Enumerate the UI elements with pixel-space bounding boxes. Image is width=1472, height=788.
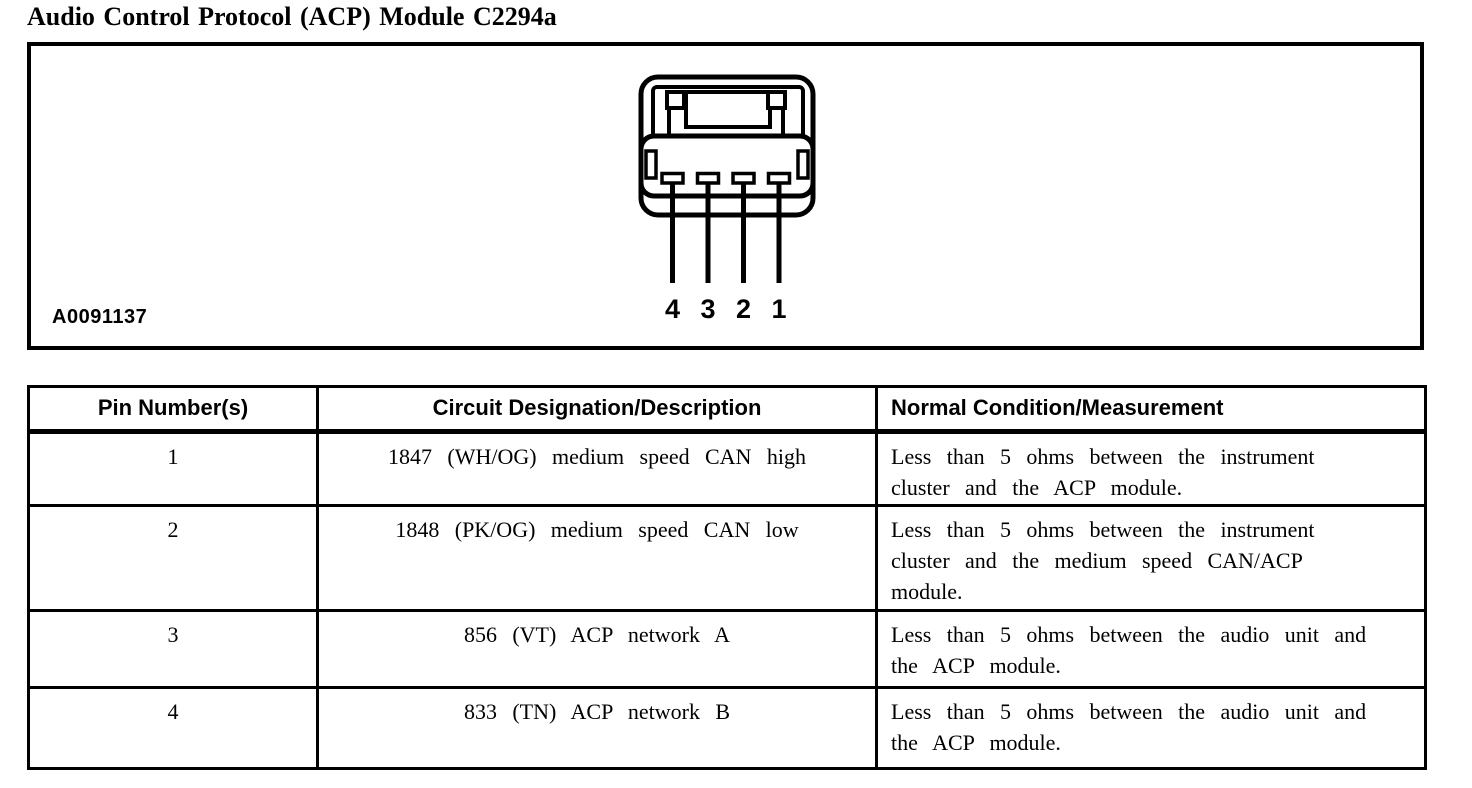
- pin-cavity-4: [660, 171, 685, 185]
- condition-line: Less than 5 ohms between the instrument: [891, 444, 1315, 469]
- table-row-pin-2: 2 1848 (PK/OG) medium speed CAN low Less…: [27, 504, 1427, 612]
- col-header-pin-numbers: Pin Number(s): [27, 385, 319, 434]
- pin-table: Pin Number(s) Circuit Designation/Descri…: [27, 385, 1427, 770]
- connector-figure-box: 4 3 2 1 A0091137: [27, 42, 1424, 350]
- condition-line: Less than 5 ohms between the audio unit …: [891, 622, 1367, 647]
- connector-latch-tab-left: [665, 90, 686, 110]
- condition-cell: Less than 5 ohms between the audio unit …: [875, 609, 1427, 689]
- circuit-cell: 1848 (PK/OG) medium speed CAN low: [316, 504, 878, 612]
- circuit-cell: 856 (VT) ACP network A: [316, 609, 878, 689]
- connector-latch-tab-right: [766, 90, 787, 110]
- connector-side-slot-right: [796, 149, 810, 180]
- pin-cavity-2: [731, 171, 756, 185]
- pin-cavity-3: [695, 171, 721, 185]
- pin-number-cell: 1: [27, 430, 319, 507]
- table-row-pin-3: 3 856 (VT) ACP network A Less than 5 ohm…: [27, 609, 1427, 689]
- pin-label-4: 4: [665, 294, 680, 324]
- pin-cavity-1: [766, 171, 792, 185]
- circuit-cell: 1847 (WH/OG) medium speed CAN high: [316, 430, 878, 507]
- condition-line: Less than 5 ohms between the audio unit …: [891, 699, 1367, 724]
- pin-number-cell: 2: [27, 504, 319, 612]
- circuit-cell: 833 (TN) ACP network B: [316, 686, 878, 770]
- table-row-pin-4: 4 833 (TN) ACP network B Less than 5 ohm…: [27, 686, 1427, 770]
- condition-cell: Less than 5 ohms between the instrument …: [875, 504, 1427, 612]
- table-header-row: Pin Number(s) Circuit Designation/Descri…: [27, 385, 1427, 434]
- connector-side-slot-left: [644, 149, 658, 180]
- col-header-normal-condition: Normal Condition/Measurement: [875, 385, 1427, 434]
- pin-label-1: 1: [771, 294, 786, 324]
- condition-line: module.: [891, 579, 963, 604]
- condition-line: the ACP module.: [891, 730, 1061, 755]
- pin-number-cell: 4: [27, 686, 319, 770]
- condition-line: the ACP module.: [891, 653, 1061, 678]
- figure-id-label: A0091137: [52, 306, 148, 328]
- connector-latch-window: [684, 90, 772, 129]
- pin-label-3: 3: [700, 294, 715, 324]
- condition-line: cluster and the medium speed CAN/ACP: [891, 548, 1303, 573]
- page-title: Audio Control Protocol (ACP) Module C229…: [27, 2, 557, 31]
- pin-label-2: 2: [736, 294, 751, 324]
- condition-line: cluster and the ACP module.: [891, 475, 1183, 500]
- condition-cell: Less than 5 ohms between the audio unit …: [875, 686, 1427, 770]
- table-row-pin-1: 1 1847 (WH/OG) medium speed CAN high Les…: [27, 430, 1427, 507]
- col-header-circuit-designation: Circuit Designation/Description: [316, 385, 878, 434]
- connector-diagram: 4 3 2 1: [638, 74, 816, 324]
- pin-number-cell: 3: [27, 609, 319, 689]
- condition-cell: Less than 5 ohms between the instrument …: [875, 430, 1427, 507]
- condition-line: Less than 5 ohms between the instrument: [891, 517, 1315, 542]
- connector-lower-housing: [638, 133, 816, 199]
